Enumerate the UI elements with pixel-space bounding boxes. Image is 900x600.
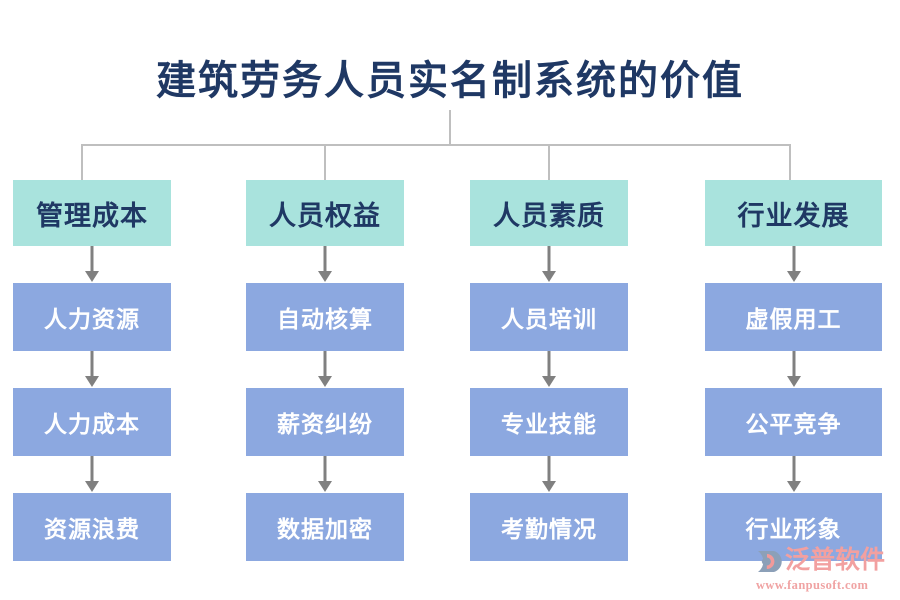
column-management-cost: 管理成本 人力资源 人力成本 资源浪费: [13, 180, 171, 561]
node-box-3-2[interactable]: 专业技能: [470, 388, 628, 456]
node-box-1-3[interactable]: 资源浪费: [13, 493, 171, 561]
arrow-down-icon: [13, 351, 171, 388]
page-title: 建筑劳务人员实名制系统的价值: [156, 58, 744, 103]
arrow-down-icon: [470, 351, 628, 388]
watermark-brand: 泛普软件: [785, 547, 886, 574]
node-box-2-2[interactable]: 薪资纠纷: [246, 388, 404, 456]
arrow-down-icon: [705, 246, 882, 283]
connector-horizontal-bus: [81, 144, 791, 146]
node-box-1-1[interactable]: 人力资源: [13, 283, 171, 351]
connector-branch-column-4: [789, 144, 791, 181]
fanpu-logo-icon: [752, 546, 782, 576]
column-header-3[interactable]: 人员素质: [470, 180, 628, 246]
arrow-down-icon: [246, 351, 404, 388]
arrow-down-icon: [246, 456, 404, 493]
column-personnel-quality: 人员素质 人员培训 专业技能 考勤情况: [470, 180, 628, 561]
arrow-down-icon: [13, 246, 171, 283]
connector-branch-column-2: [324, 144, 326, 181]
watermark-url: www.fanpusoft.com: [756, 577, 869, 592]
arrow-down-icon: [470, 246, 628, 283]
connector-branch-column-3: [548, 144, 550, 181]
node-box-4-1[interactable]: 虚假用工: [705, 283, 882, 351]
arrow-down-icon: [705, 456, 882, 493]
node-box-3-3[interactable]: 考勤情况: [470, 493, 628, 561]
node-box-4-3[interactable]: 行业形象: [705, 493, 882, 561]
arrow-down-icon: [246, 246, 404, 283]
watermark: 泛普软件 www.fanpusoft.com: [752, 543, 892, 595]
node-box-2-1[interactable]: 自动核算: [246, 283, 404, 351]
arrow-down-icon: [705, 351, 882, 388]
column-industry-development: 行业发展 虚假用工 公平竞争 行业形象: [705, 180, 882, 561]
connector-branch-column-1: [81, 144, 83, 181]
column-header-2[interactable]: 人员权益: [246, 180, 404, 246]
column-header-1[interactable]: 管理成本: [13, 180, 171, 246]
node-box-2-3[interactable]: 数据加密: [246, 493, 404, 561]
column-personnel-rights: 人员权益 自动核算 薪资纠纷 数据加密: [246, 180, 404, 561]
node-box-3-1[interactable]: 人员培训: [470, 283, 628, 351]
arrow-down-icon: [470, 456, 628, 493]
node-box-1-2[interactable]: 人力成本: [13, 388, 171, 456]
arrow-down-icon: [13, 456, 171, 493]
column-header-4[interactable]: 行业发展: [705, 180, 882, 246]
node-box-4-2[interactable]: 公平竞争: [705, 388, 882, 456]
connector-title-vertical: [449, 110, 451, 146]
